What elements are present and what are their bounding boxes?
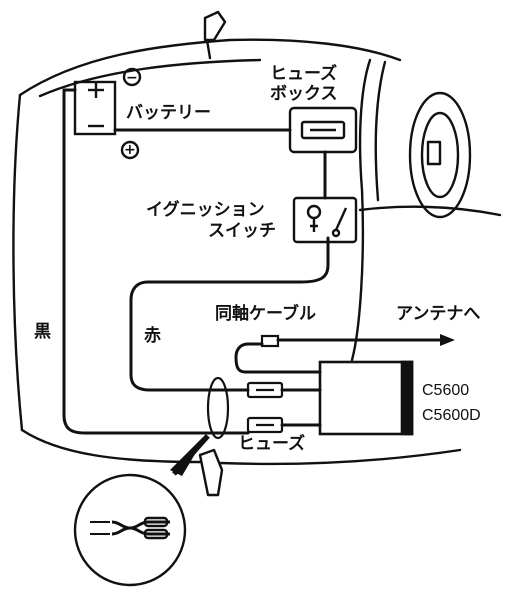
main-unit xyxy=(318,360,414,436)
red-power-wire xyxy=(129,236,330,392)
black-wire-label: 黒 xyxy=(34,322,51,342)
ignition-switch xyxy=(292,196,358,244)
coax-connector xyxy=(260,334,280,348)
antenna-label: アンテナへ xyxy=(396,304,481,324)
wiper-top xyxy=(203,10,227,42)
magnified-detail xyxy=(73,473,187,587)
coax-cable xyxy=(234,342,322,374)
dashboard-outline xyxy=(350,58,372,362)
coax-cable-label: 同軸ケーブル xyxy=(215,304,316,324)
ignition-label-line1: イグニッション xyxy=(146,200,265,220)
black-ground-wire xyxy=(62,88,250,435)
inline-fuse-2 xyxy=(246,416,284,434)
battery-minus-label: − xyxy=(126,70,138,86)
fuse-label: ヒューズ xyxy=(238,434,306,454)
model-label-2: C5600D xyxy=(422,407,481,424)
wiper-bottom xyxy=(198,448,224,497)
fuse-box-label-line1: ヒューズ xyxy=(270,64,338,84)
battery-plus-terminal xyxy=(120,140,140,160)
battery-plus-label: + xyxy=(124,142,136,158)
steering-wheel xyxy=(408,91,472,219)
detail-highlight-ellipse xyxy=(206,376,230,440)
inline-fuse-1 xyxy=(246,381,284,399)
car-body-outline xyxy=(18,38,402,97)
battery-label: バッテリー xyxy=(126,103,211,123)
battery-minus-terminal xyxy=(122,67,142,87)
ignition-label-line2: スイッチ xyxy=(208,221,276,241)
fuse-box xyxy=(288,106,358,154)
antenna-arrow xyxy=(440,334,455,346)
battery-symbol xyxy=(73,67,142,160)
fuse-box-label-line2: ボックス xyxy=(270,84,338,104)
red-wire-label: 赤 xyxy=(144,326,161,346)
model-label-1: C5600 xyxy=(422,382,470,399)
